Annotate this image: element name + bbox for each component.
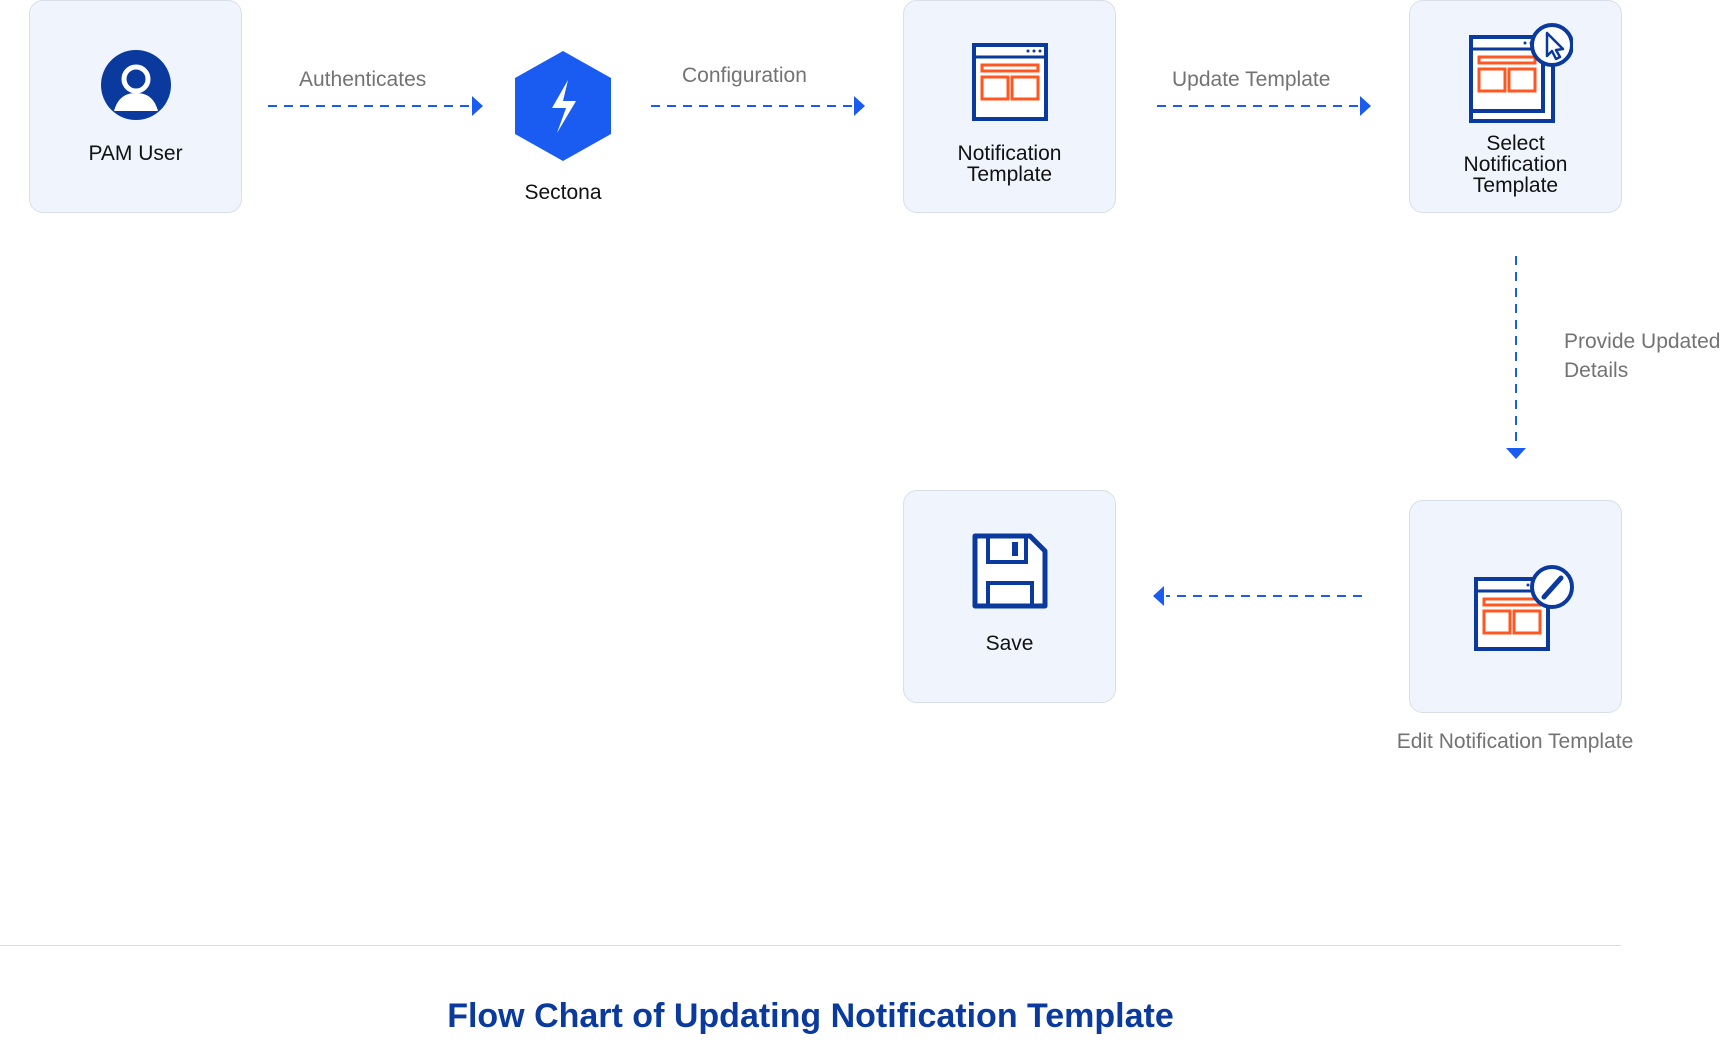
node-label-notification-template: Notification Template bbox=[957, 142, 1062, 186]
node-label-save: Save bbox=[985, 632, 1034, 655]
node-save: Save bbox=[903, 490, 1116, 703]
browser-template-icon bbox=[972, 43, 1048, 121]
node-pam-user: PAM User bbox=[29, 0, 242, 213]
node-edit-template bbox=[1409, 500, 1622, 713]
node-notification-template: Notification Template bbox=[903, 0, 1116, 213]
arrowhead-provide-details bbox=[1506, 448, 1526, 459]
node-label-select-template: Select Notification Template bbox=[1463, 132, 1568, 197]
arrowhead-save bbox=[1153, 586, 1164, 606]
arrowhead-update-template bbox=[1360, 96, 1371, 116]
user-avatar-icon bbox=[101, 50, 171, 120]
node-label-edit-template: Edit Notification Template bbox=[1396, 730, 1634, 753]
node-label-sectona: Sectona bbox=[524, 181, 602, 204]
divider bbox=[0, 945, 1621, 946]
edge-label-configuration: Configuration bbox=[682, 64, 807, 87]
edge-label-authenticates: Authenticates bbox=[299, 68, 427, 91]
diagram-title: Flow Chart of Updating Notification Temp… bbox=[447, 997, 1174, 1035]
floppy-disk-icon bbox=[972, 533, 1048, 609]
edge-label-provide-details: Provide Updated Details bbox=[1564, 330, 1721, 382]
node-select-template: Select Notification Template bbox=[1409, 0, 1622, 213]
edge-label-update-template: Update Template bbox=[1172, 68, 1331, 91]
sectona-logo-hexagon bbox=[515, 51, 611, 161]
arrowhead-authenticates bbox=[472, 96, 483, 116]
node-label-pam-user: PAM User bbox=[88, 142, 183, 165]
arrowhead-configuration bbox=[854, 96, 865, 116]
browser-template-cursor-icon bbox=[1469, 23, 1573, 123]
browser-template-edit-icon bbox=[1474, 565, 1574, 651]
